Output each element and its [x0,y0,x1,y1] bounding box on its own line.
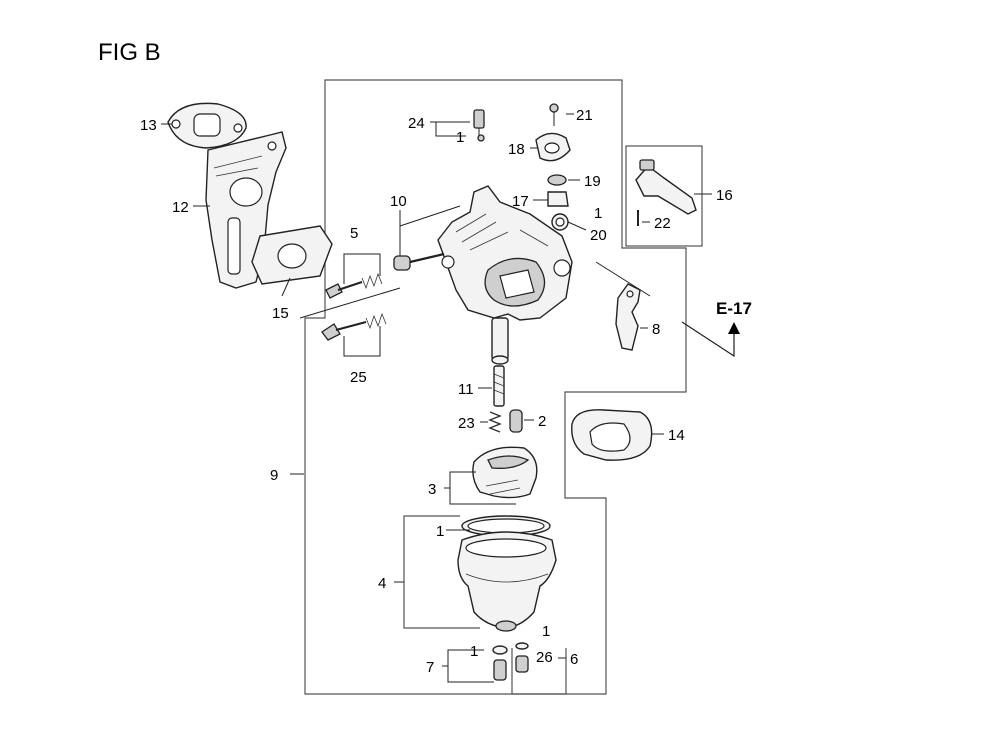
callout-12: 12 [172,199,189,216]
callout-22: 22 [654,215,671,232]
callout-2: 2 [538,413,546,430]
assembly-frame [304,79,687,695]
callout-1-c: 1 [436,523,444,540]
callout-1-d: 1 [542,623,550,640]
reference-label-e17: E-17 [716,299,752,318]
part-24-screw [473,109,485,142]
callout-labels: 13 12 15 24 1 21 18 17 19 1 20 16 22 10 … [140,107,733,676]
part-23-spring [488,411,502,433]
callout-16: 16 [716,187,733,204]
part-11-jet [493,365,505,407]
part-20-washer [551,213,569,231]
part-17-valve [547,191,569,207]
part-26-bolt-washer [515,642,529,673]
callout-20: 20 [590,227,607,244]
part-3-float [472,446,538,499]
carburetor-body [437,185,573,365]
part-18-cover [535,132,571,162]
separator-line [299,287,401,319]
callout-13: 13 [140,117,157,134]
part-6-bracket [511,648,567,695]
part-16-frame [625,145,703,247]
callout-6: 6 [570,651,578,668]
callout-23: 23 [458,415,475,432]
callout-25: 25 [350,369,367,386]
part-4-bracket [403,515,480,629]
callout-5: 5 [350,225,358,242]
callout-17: 17 [512,193,529,210]
part-16-lever [635,159,697,215]
callout-4: 4 [378,575,386,592]
callout-1-b: 1 [594,205,602,222]
callout-3: 3 [428,481,436,498]
callout-8: 8 [652,321,660,338]
part-5-screw-spring [325,272,383,299]
callout-26: 26 [536,649,553,666]
part-8-linkage [615,283,641,351]
part-14-gasket [571,409,653,461]
part-25-screw-spring [321,312,387,341]
part-15-gasket [251,225,333,285]
callout-24: 24 [408,115,425,132]
part-2-jet [509,409,523,433]
callout-1-e: 1 [470,643,478,660]
callout-10: 10 [390,193,407,210]
part-4-float-bowl [457,531,557,632]
part-7-bolt-washer [492,645,508,681]
part-21-screw [549,103,559,126]
callout-11: 11 [458,381,474,398]
callout-18: 18 [508,141,525,158]
leader-lines [161,113,712,683]
callout-19: 19 [584,173,601,190]
part-19-clip [547,174,567,186]
part-13-gasket [167,102,247,149]
part-1-bowl-gasket [461,515,551,537]
callout-21: 21 [576,107,593,124]
callout-14: 14 [668,427,685,444]
reference-arrow [681,321,740,358]
callout-15: 15 [272,305,289,322]
figure-title: FIG B [98,39,161,66]
part-10-screw [393,252,445,271]
callout-9: 9 [270,467,278,484]
part-12-bracket [205,131,287,289]
callout-7: 7 [426,659,434,676]
callout-1-a: 1 [456,129,464,146]
